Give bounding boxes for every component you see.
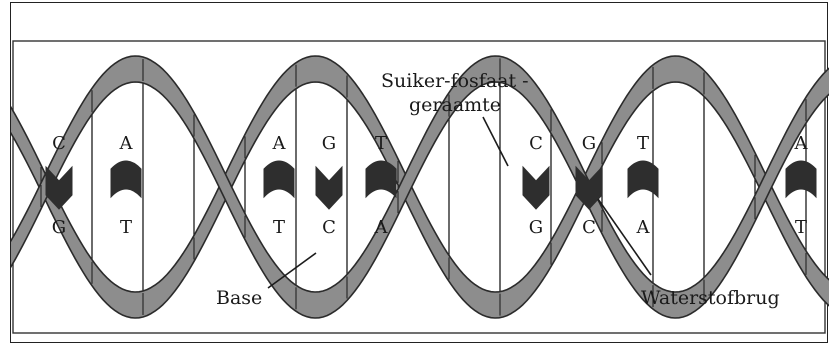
base-letter-bottom: A (636, 217, 651, 238)
base-letter-top: C (529, 133, 543, 154)
base-letter-bottom: C (322, 217, 336, 238)
base-letter-bottom: T (795, 217, 807, 238)
base-letter-top: G (582, 133, 596, 154)
backbone-label-line2: geraamte (409, 94, 501, 116)
base-letter-bottom: C (582, 217, 596, 238)
backbone-label-line1: Suiker-fosfaat - (381, 70, 529, 92)
base-letter-bottom: G (529, 217, 543, 238)
base-letter-bottom: T (120, 217, 132, 238)
dna-helix-diagram: C G A T A T G C T A C G G C T A A T Suiker-fosfaat - gera… (11, 3, 829, 344)
base-letter-top: A (794, 133, 809, 154)
hbond-label: Waterstofbrug (641, 287, 780, 309)
base-letter-top: A (119, 133, 134, 154)
base-letter-bottom: T (273, 217, 285, 238)
base-letter-bottom: A (374, 217, 389, 238)
base-letter-bottom: G (52, 217, 66, 238)
base-letter-top: T (637, 133, 649, 154)
base-letter-top: C (52, 133, 66, 154)
base-label: Base (216, 287, 262, 309)
base-letter-top: T (375, 133, 387, 154)
diagram-frame: C G A T A T G C T A C G G C T A A T Suiker-fosfaat - gera… (10, 2, 828, 343)
base-letter-top: A (272, 133, 287, 154)
base-letter-top: G (322, 133, 336, 154)
